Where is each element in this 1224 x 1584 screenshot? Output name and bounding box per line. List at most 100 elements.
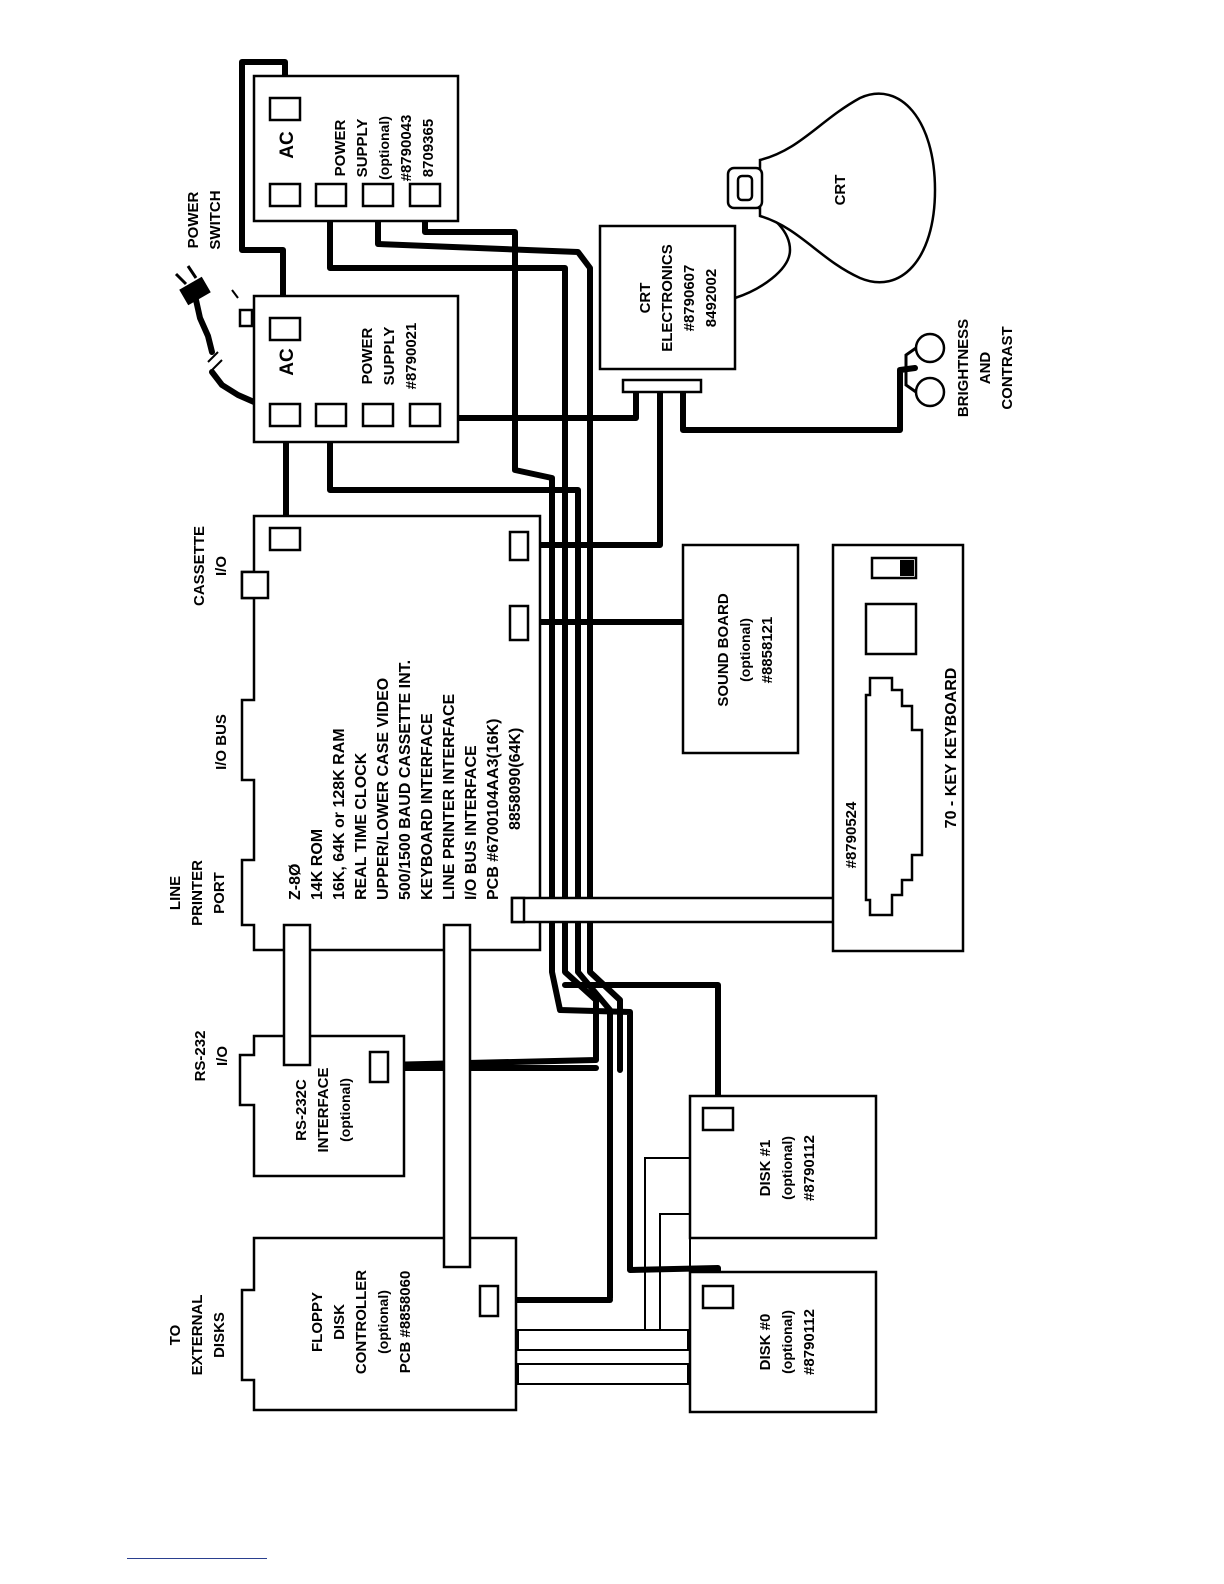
floppy-line-2: DISK: [331, 1304, 348, 1340]
power-supply-main: AC POWER SUPPLY #8790021: [174, 265, 460, 444]
crt-elec-line-4: 8492002: [703, 269, 720, 327]
rs232-box: [238, 1034, 406, 1178]
rs232-line-2: INTERFACE: [315, 1067, 332, 1152]
keyboard-name: 70 - KEY KEYBOARD: [943, 668, 960, 829]
keyboard-part: #8790524: [843, 801, 860, 868]
power-supply-optional: AC POWER SUPPLY (optional) #8790043 8709…: [252, 74, 460, 223]
sound-line-3: #8858121: [759, 617, 776, 684]
board-line-9: I/O BUS INTERFACE: [463, 745, 480, 900]
ps-opt-line-4: #8790043: [398, 115, 415, 182]
connector: [314, 402, 348, 428]
sound-line-2: (optional): [737, 618, 753, 682]
floppy-box: [240, 1236, 518, 1412]
cable-crt-to-brightness: [680, 365, 918, 433]
brightness-line-2: AND: [977, 352, 994, 385]
sound-board-box: [681, 543, 800, 755]
ps-opt-line-1: POWER: [332, 120, 349, 177]
keyboard-switch-knob: [900, 560, 914, 576]
power-cord: [209, 369, 257, 405]
ext-disks-line-3: DISKS: [211, 1312, 228, 1358]
connector: [268, 182, 302, 208]
connector: [268, 402, 302, 428]
brightness-line-1: BRIGHTNESS: [955, 319, 972, 417]
crt-tube-icon: CRT: [726, 92, 937, 284]
brightness-line-3: CONTRAST: [999, 326, 1016, 409]
board-line-7: KEYBOARD INTERFACE: [419, 713, 436, 900]
crt-label: CRT: [832, 175, 849, 206]
crt-electronics: CRT ELECTRONICS #8790607 8492002: [598, 224, 737, 394]
contrast-knob-icon[interactable]: [914, 376, 946, 408]
ribbon-floppy-disk0-b: [517, 1363, 689, 1385]
floppy-line-1: FLOPPY: [309, 1292, 326, 1352]
crt-electronics-box: [598, 224, 737, 371]
board-line-5: UPPER/LOWER CASE VIDEO: [375, 678, 392, 900]
floppy-bus-cable: [442, 923, 472, 1269]
disk1-line-1: DISK #1: [757, 1140, 774, 1197]
crt-connector: [621, 378, 703, 394]
floppy-controller: FLOPPY DISK CONTROLLER (optional) PCB #8…: [240, 1236, 518, 1412]
keyboard-bus-cable: [510, 896, 859, 924]
disk0-connector: [701, 1284, 735, 1310]
sound-line-1: SOUND BOARD: [715, 593, 732, 707]
power-cord-2: [193, 297, 215, 355]
floppy-line-4: (optional): [375, 1290, 391, 1354]
cable-board-to-crt: [517, 389, 663, 548]
rs232-line-3: (optional): [337, 1078, 353, 1142]
board-line-11: 8858090(64K): [507, 728, 524, 830]
board-line-6: 500/1500 BAUD CASSETTE INT.: [397, 660, 414, 900]
board-line-10: PCB #6700104AA3(16K): [485, 719, 502, 900]
power-switch-line-1: POWER: [185, 192, 202, 249]
floppy-line-5: PCB #8858060: [397, 1271, 414, 1374]
connector: [408, 182, 442, 208]
brightness-knob-icon[interactable]: [914, 332, 946, 364]
sound-connector: [508, 604, 530, 642]
power-plug-icon: [174, 265, 211, 306]
cassette-line-1: CASSETTE: [191, 526, 208, 606]
ps-opt-line-2: SUPPLY: [354, 119, 371, 178]
ribbon-disk1: [644, 1157, 691, 1331]
port-labels: TO EXTERNAL DISKS RS-232 I/O LINE PRINTE…: [167, 190, 231, 1375]
keyboard-main-keys-icon: [864, 676, 924, 917]
connector-ac: [268, 316, 302, 342]
keyboard: 70 - KEY KEYBOARD #8790524: [831, 543, 965, 953]
cable-to-disk1: [562, 982, 721, 1113]
bus-end: [510, 896, 526, 924]
crt-elec-line-1: CRT: [637, 283, 654, 314]
ps-main-line-2: SUPPLY: [381, 327, 398, 386]
disk0-line-1: DISK #0: [757, 1314, 774, 1371]
cable-opt-ps-2: [375, 199, 623, 1073]
rs232-io-line-2: I/O: [214, 1046, 231, 1066]
board-line-4: REAL TIME CLOCK: [353, 752, 370, 900]
connector: [361, 402, 395, 428]
power-switch-line-2: SWITCH: [207, 190, 224, 249]
rs232-io-line-1: RS-232: [192, 1031, 209, 1082]
cables: [193, 59, 918, 1303]
rs232-line-1: RS-232C: [293, 1079, 310, 1141]
rs232-bus-cable: [282, 923, 312, 1067]
cable-ps-to-board-2: [327, 415, 613, 1301]
cassette-line-2: I/O: [213, 556, 230, 576]
crt-elec-line-3: #8790607: [681, 265, 698, 332]
ps-opt-line-5: 8709365: [420, 119, 437, 177]
sound-board: SOUND BOARD (optional) #8858121: [681, 543, 800, 755]
floppy-connector: [478, 1284, 500, 1318]
rs232-interface: RS-232C INTERFACE (optional): [238, 1034, 406, 1178]
board-line-8: LINE PRINTER INTERFACE: [441, 693, 458, 900]
lpt-line-3: PORT: [211, 872, 228, 914]
cable-ps-to-crt: [417, 389, 639, 421]
connector: [361, 182, 395, 208]
board-line-2: 14K ROM: [309, 829, 326, 900]
ps-main-line-3: #8790021: [403, 323, 420, 390]
power-switch-icon[interactable]: [238, 308, 254, 328]
connector: [408, 402, 442, 428]
disk-ribbons: [517, 1157, 691, 1385]
connector-ac-in: [268, 96, 302, 122]
power-switch-pointer: [231, 289, 239, 299]
brightness-contrast-knobs: BRIGHTNESS AND CONTRAST: [904, 319, 1016, 417]
ps-main-line-1: POWER: [359, 328, 376, 385]
disk-1: DISK #1 (optional) #8790112: [688, 1094, 878, 1240]
board-line-3: 16K, 64K or 128K RAM: [331, 728, 348, 900]
ribbon-floppy-disk0-a: [517, 1329, 689, 1351]
io-bus-label: I/O BUS: [213, 714, 230, 770]
crt-elec-line-2: ELECTRONICS: [659, 244, 676, 352]
